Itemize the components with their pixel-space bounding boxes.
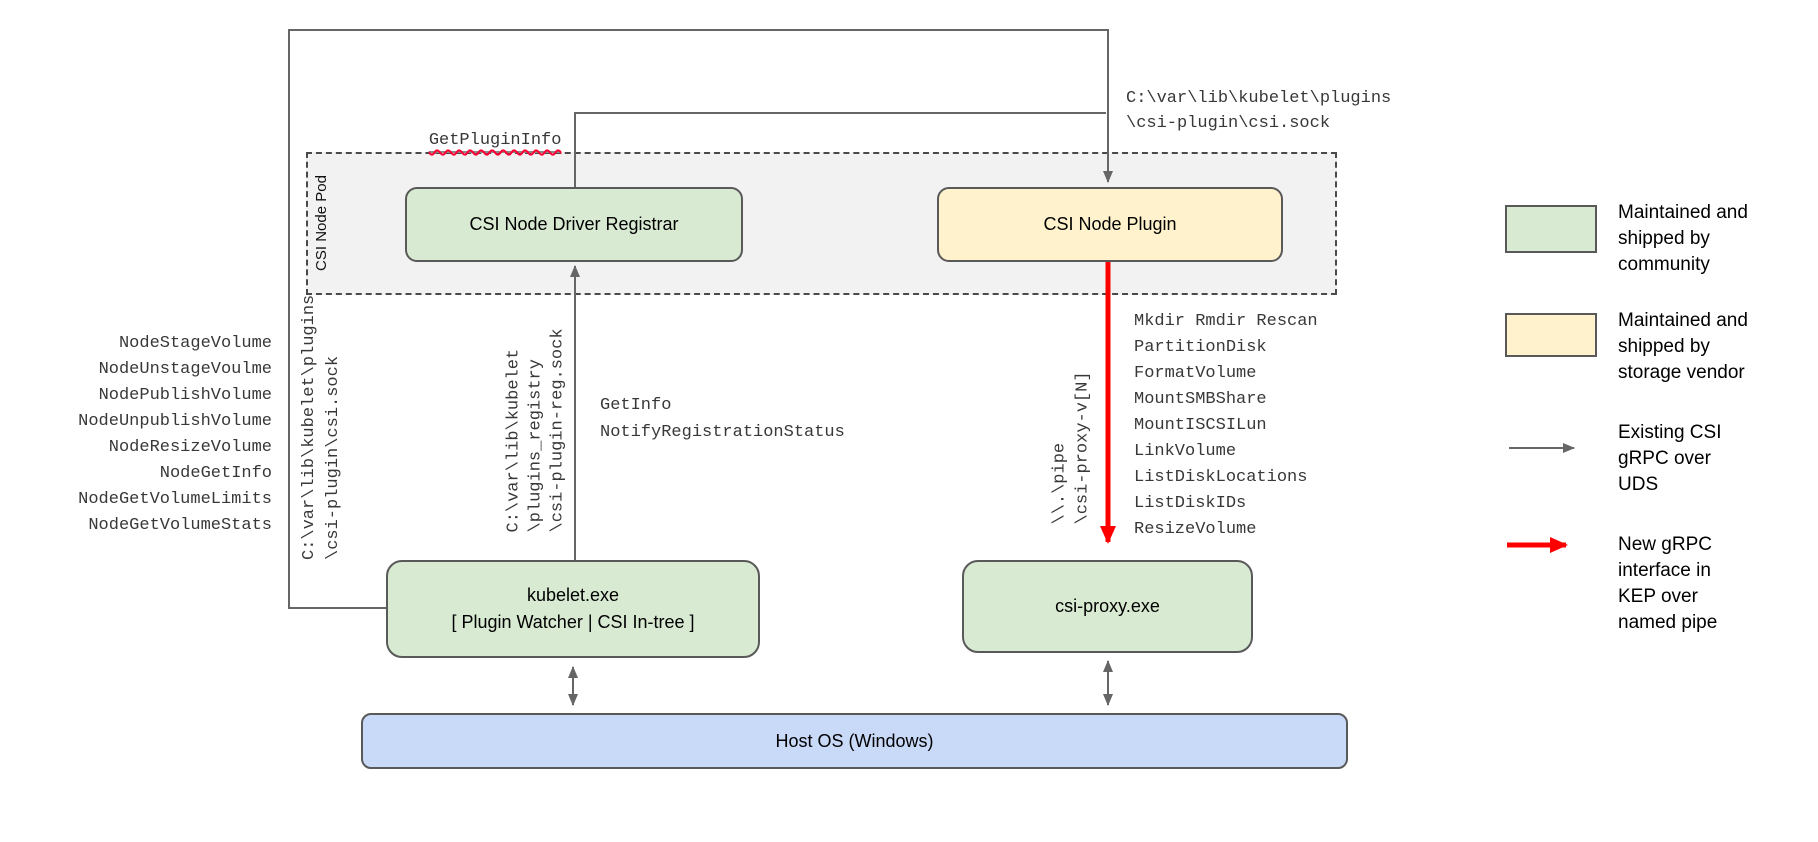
list-line: interface in xyxy=(1618,560,1711,581)
list-line: ListDiskLocations xyxy=(1134,468,1308,487)
list-line: NodeStageVolume xyxy=(118,334,272,353)
kubelet-label-line1: kubelet.exe xyxy=(526,585,620,605)
list-line: Existing CSI xyxy=(1618,422,1722,443)
list-line: \\.\pipe xyxy=(1050,442,1070,525)
legend-vendor-swatch xyxy=(1505,313,1597,357)
list-line: shipped by xyxy=(1618,336,1710,357)
kubelet-box: kubelet.exe [ Plugin Watcher | CSI In-tr… xyxy=(386,560,760,658)
list-line: storage vendor xyxy=(1618,362,1745,383)
list-line: named pipe xyxy=(1618,612,1718,633)
host-os-label: Host OS (Windows) xyxy=(775,730,934,751)
list-line: UDS xyxy=(1618,474,1659,495)
list-line: \csi-proxy-v[N] xyxy=(1073,371,1093,525)
list-line: C:\var\lib\kubelet\plugins xyxy=(1126,89,1392,108)
get-plugin-info-label: GetPluginInfo xyxy=(388,112,562,172)
list-line: NodePublishVolume xyxy=(98,386,272,405)
pipe-path-rotated: \\.\pipe\csi-proxy-v[N] xyxy=(1049,300,1095,525)
plugin-label: CSI Node Plugin xyxy=(1043,214,1177,234)
get-plugin-info-text: GetPluginInfo xyxy=(428,131,562,150)
list-line: NodeGetVolumeLimits xyxy=(78,490,272,509)
list-line: LinkVolume xyxy=(1134,442,1237,461)
list-line: PartitionDisk xyxy=(1134,338,1267,357)
list-line: \csi-plugin\csi.sock xyxy=(1126,114,1331,133)
csi-node-driver-registrar-box: CSI Node Driver Registrar xyxy=(405,187,743,262)
list-line: \csi-plugin-reg.sock xyxy=(548,328,568,533)
csi-node-plugin-box: CSI Node Plugin xyxy=(937,187,1283,262)
list-line: ListDiskIDs xyxy=(1134,494,1247,513)
list-line: GetInfo xyxy=(600,396,672,415)
list-line: NodeUnstageVoulme xyxy=(98,360,272,379)
list-line: community xyxy=(1618,254,1710,275)
list-line: \plugins_registry xyxy=(526,359,546,533)
plugin-sock-path-label: C:\var\lib\kubelet\plugins \csi-plugin\cs… xyxy=(1126,86,1391,136)
list-line: FormatVolume xyxy=(1134,364,1257,383)
list-line: MountSMBShare xyxy=(1134,390,1267,409)
csi-proxy-box: csi-proxy.exe xyxy=(962,560,1253,653)
list-line: NodeGetVolumeStats xyxy=(88,516,272,535)
list-line: NotifyRegistrationStatus xyxy=(600,423,845,442)
registrar-label: CSI Node Driver Registrar xyxy=(469,214,679,234)
list-line: \csi-plugin\csi.sock xyxy=(324,355,343,560)
list-line: gRPC over xyxy=(1618,448,1711,469)
kubelet-label-line2: [ Plugin Watcher | CSI In-tree ] xyxy=(451,612,695,632)
csi-proxy-label: csi-proxy.exe xyxy=(1055,596,1160,616)
list-line: MountISCSILun xyxy=(1134,416,1267,435)
list-line: New gRPC xyxy=(1618,534,1712,555)
list-line: C:\var\lib\kubelet\plugins xyxy=(300,294,319,560)
list-line: C:\var\lib\kubelet xyxy=(504,348,524,533)
list-line: shipped by xyxy=(1618,228,1710,249)
list-line: NodeResizeVolume xyxy=(108,438,272,457)
legend-vendor-text: Maintained and shipped by storage vendor xyxy=(1618,308,1748,386)
list-line: NodeUnpublishVolume xyxy=(78,412,272,431)
list-line: Maintained and xyxy=(1618,310,1748,331)
list-line: ResizeVolume xyxy=(1134,520,1257,539)
plugin-sock-path-rotated: C:\var\lib\kubelet\plugins \csi-plugin\cs… xyxy=(298,250,346,560)
legend-named-pipe-text: New gRPC interface in KEP over named pipe xyxy=(1618,532,1717,636)
list-line: Mkdir Rmdir Rescan xyxy=(1134,312,1318,331)
legend-community-swatch xyxy=(1505,205,1597,253)
list-line: NodeGetInfo xyxy=(159,464,272,483)
registrar-sock-path-rotated: C:\var\lib\kubelet\plugins_registry\csi-… xyxy=(504,308,570,533)
list-line: Maintained and xyxy=(1618,202,1748,223)
list-line: KEP over xyxy=(1618,586,1698,607)
legend-community-text: Maintained and shipped by community xyxy=(1618,200,1748,278)
host-os-box: Host OS (Windows) xyxy=(361,713,1348,769)
